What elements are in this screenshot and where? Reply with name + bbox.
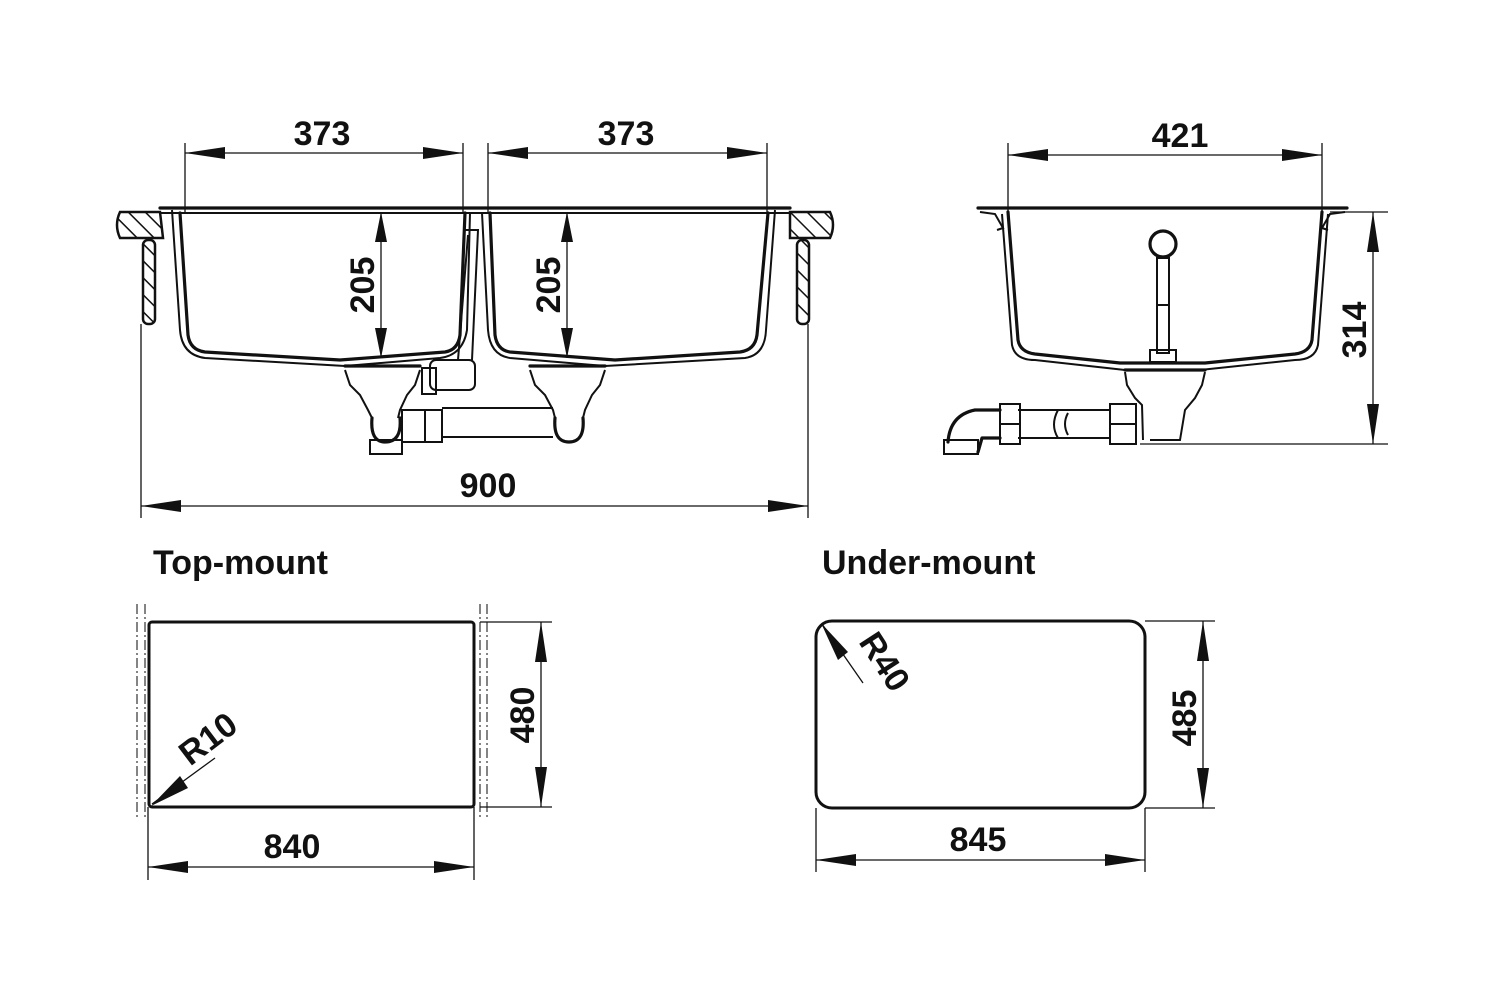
side-bowl-outline (1006, 210, 1324, 365)
side-outlet-pipe (943, 403, 1137, 455)
overflow-stem (1148, 229, 1178, 363)
left-depth-label: 205 (344, 257, 382, 314)
top-mount-title: Top-mount (153, 544, 328, 582)
right-bowl-outline (488, 211, 770, 362)
top-mount-radius-label: R10 (172, 705, 245, 773)
side-height-label: 314 (1336, 302, 1374, 359)
under-mount-width-label: 845 (950, 821, 1007, 859)
left-drain (343, 364, 422, 455)
right-bowl-width-dimension: 373 (487, 115, 768, 212)
under-mount-radius-label: R40 (851, 626, 917, 699)
side-width-dimension: 421 (1007, 117, 1323, 212)
right-depth-dimension: 205 (530, 212, 573, 358)
left-depth-dimension: 205 (344, 212, 387, 358)
countertop-right (788, 210, 835, 326)
under-mount-outline (814, 619, 1147, 810)
left-bowl-width-dimension: 373 (184, 115, 464, 212)
top-mount-width-label: 840 (264, 828, 321, 866)
side-view: 421 314 (943, 117, 1388, 455)
overall-width-label: 900 (460, 467, 517, 505)
top-mount-cutout: Top-mount R10 480 840 (136, 544, 552, 880)
under-mount-height-label: 485 (1166, 690, 1204, 747)
under-mount-cutout: Under-mount R40 485 845 (814, 544, 1215, 872)
connecting-pipe (401, 407, 553, 443)
top-mount-outline (147, 620, 476, 809)
countertop-left (115, 210, 165, 326)
side-width-label: 421 (1152, 117, 1209, 155)
right-depth-label: 205 (530, 257, 568, 314)
top-mount-height-label: 480 (504, 687, 542, 744)
side-height-dimension: 314 (1140, 211, 1388, 445)
left-bowl-width-label: 373 (294, 115, 351, 153)
right-bowl-width-label: 373 (598, 115, 655, 153)
overall-width-dimension: 900 (140, 324, 809, 518)
front-view: 205 205 373 373 (115, 115, 835, 518)
left-bowl-outline (178, 211, 467, 362)
overflow-pipe (421, 229, 480, 395)
right-drain (528, 364, 607, 444)
side-drain (1123, 368, 1207, 441)
under-mount-title: Under-mount (822, 544, 1035, 582)
